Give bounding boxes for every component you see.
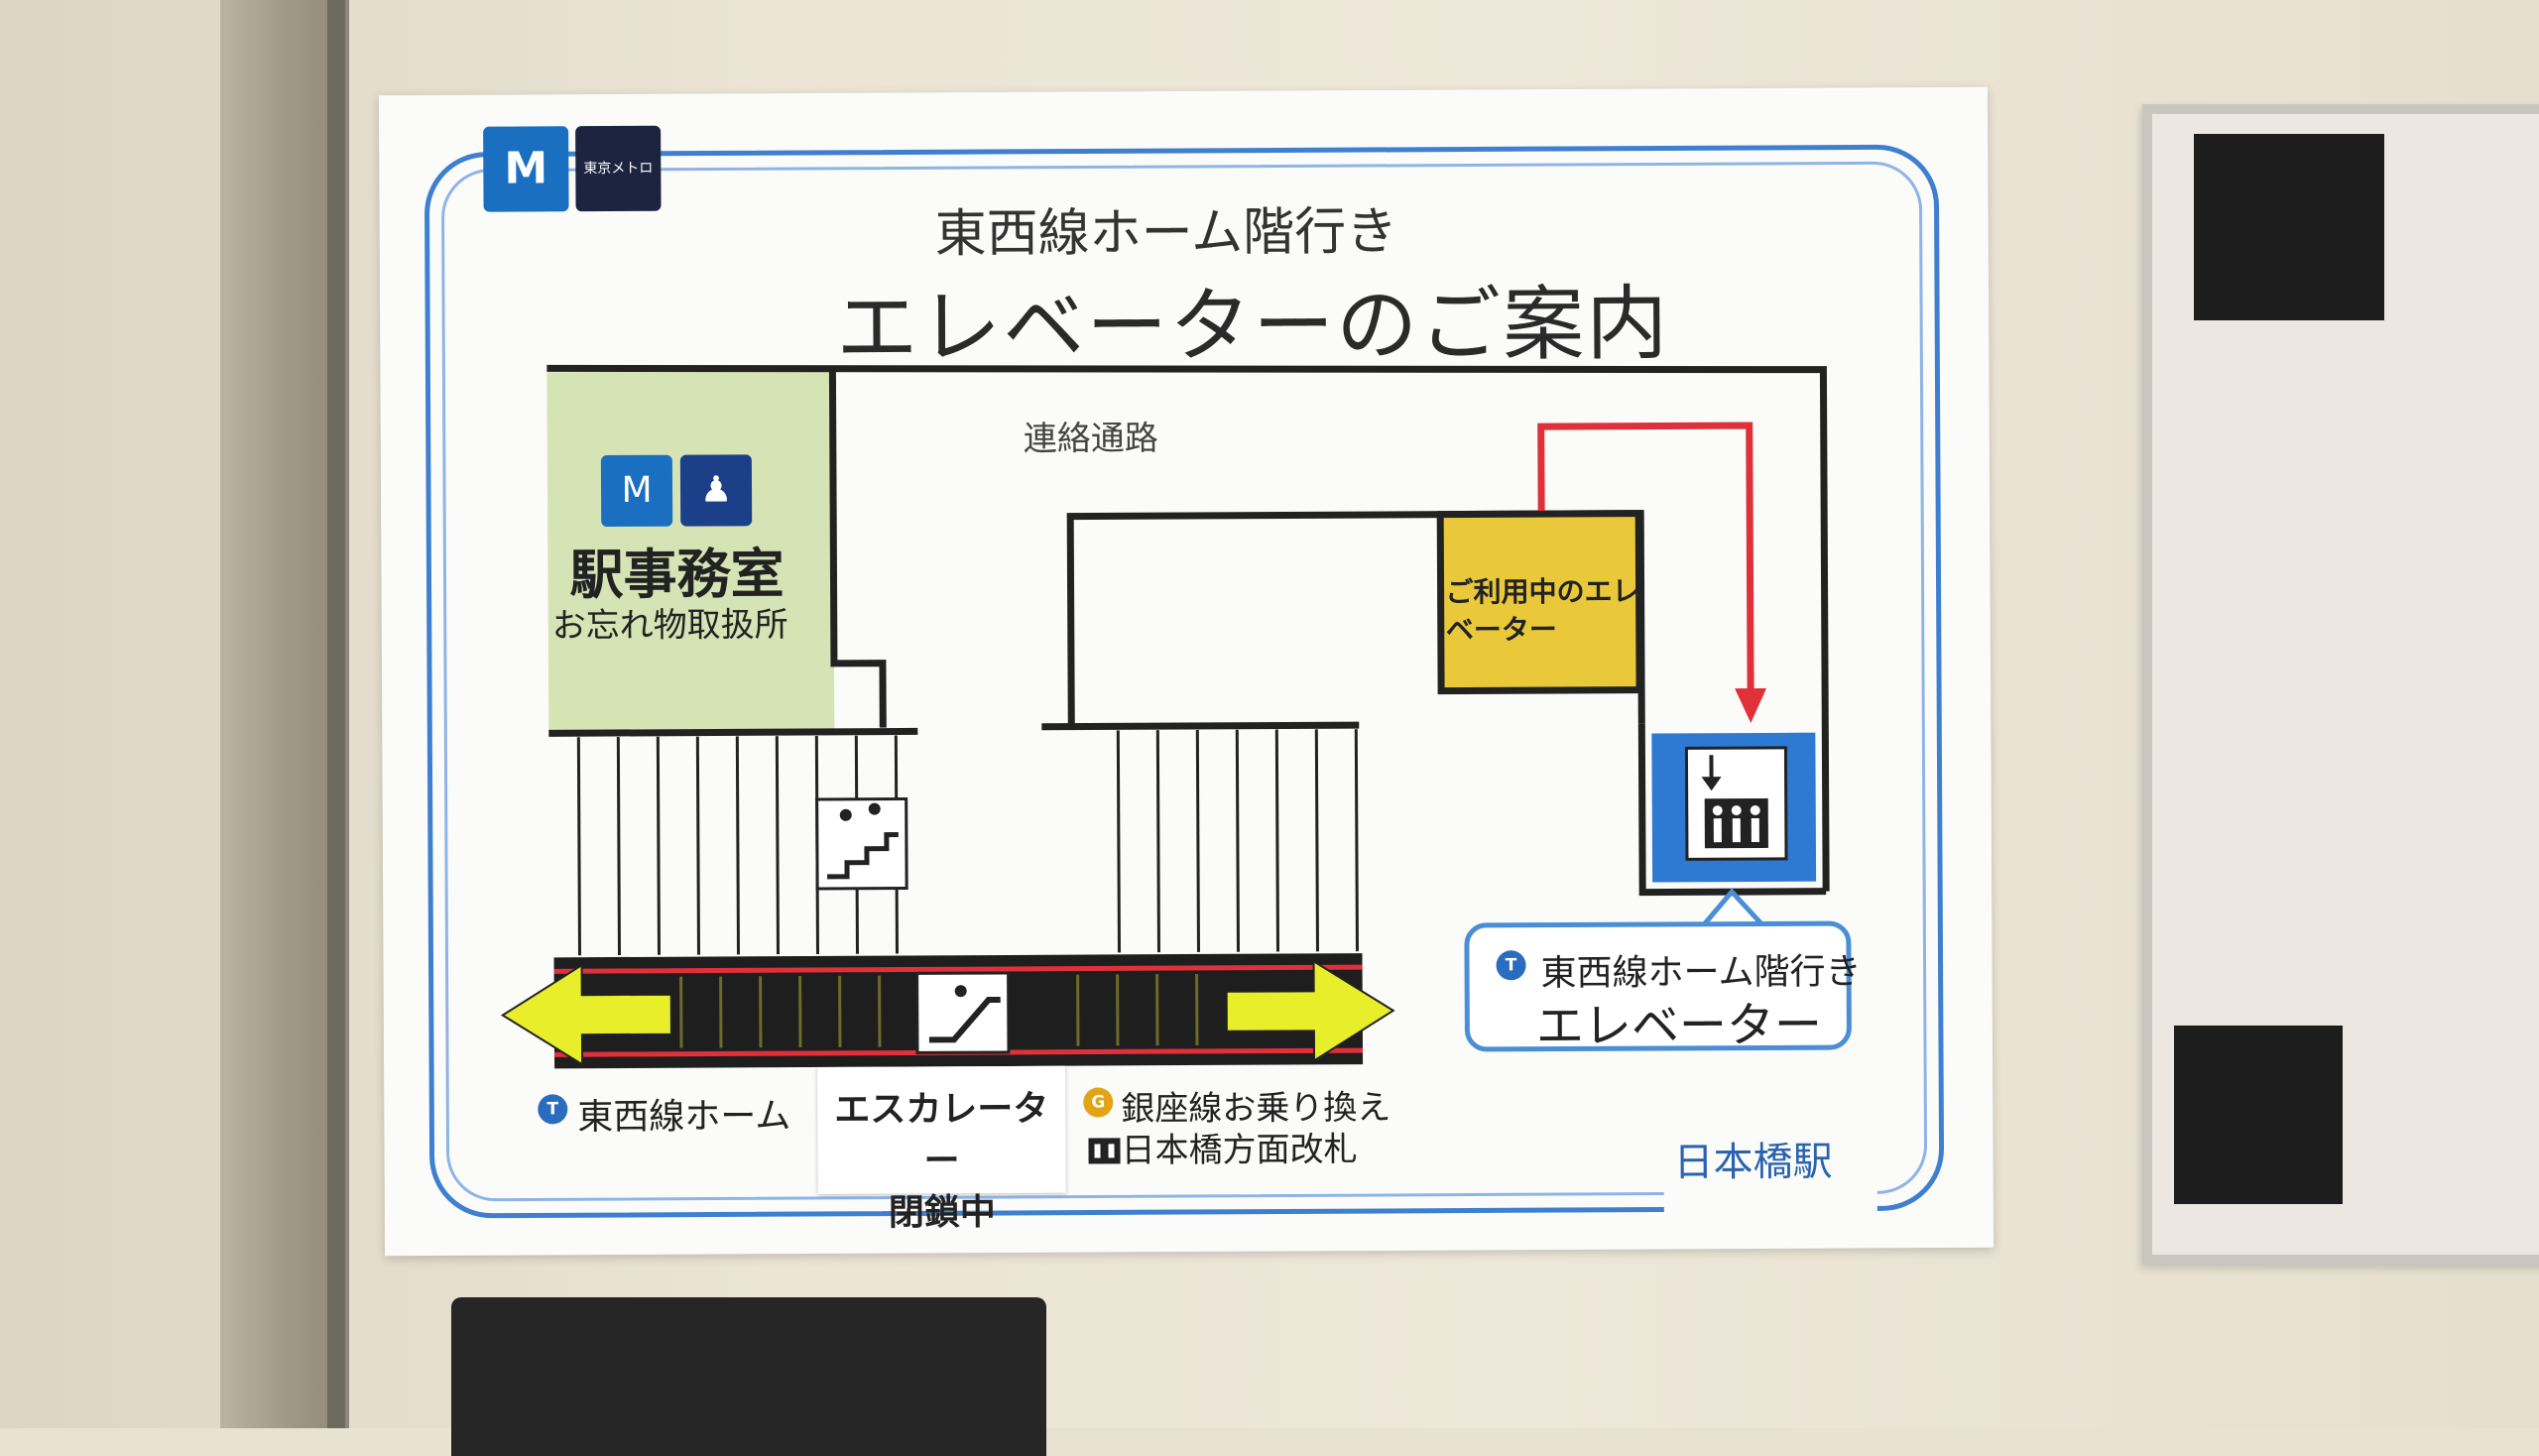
center-stairs [1118,729,1357,952]
route-arrow-icon [1735,688,1766,723]
poster-title: エレベーターのご案内 [836,257,1670,379]
callout-line2: エレベーター [1536,986,1822,1057]
escalator-closed-note: エスカレーター 閉鎖中 [817,1066,1066,1194]
panel-black-tab-bottom [2174,1026,2343,1204]
tozai-line-badge: T [1496,950,1525,980]
tozai-line-badge: T [538,1094,567,1124]
gate-label: 日本橋方面改札 [1121,1122,1357,1171]
metro-wordmark: 東京メトロ [575,126,661,211]
elevator-in-use-label: ご利用中のエレベーター [1445,573,1653,650]
station-staff-icon: ♟ [680,454,752,526]
elevator-guide-poster: M 東京メトロ 東西線ホーム階行き エレベーターのご案内 連絡通路 M ♟ 駅事… [379,87,1994,1256]
passage-label: 連絡通路 [1024,411,1158,460]
escalator-note-line1: エスカレーター [817,1080,1066,1184]
metro-logo-icon: M [483,126,568,211]
door-edge [327,0,345,1428]
escalator-note-line2: 閉鎖中 [818,1183,1066,1236]
metro-logo-icon: M [601,455,672,527]
wall-center-landing [1041,725,1359,727]
dark-box [451,1297,1046,1456]
poster-subtitle: 東西線ホーム階行き [934,189,1397,266]
station-name: 日本橋駅 [1673,1130,1832,1188]
ginza-line-badge: G [1083,1087,1113,1117]
panel-black-tab-top [2194,134,2384,320]
lost-and-found-label: お忘れ物取扱所 [552,597,788,647]
wall-left-landing [548,731,917,733]
gate-icon [1088,1138,1120,1163]
platform-label: 東西線ホーム [577,1087,790,1140]
wall-office [832,371,883,728]
